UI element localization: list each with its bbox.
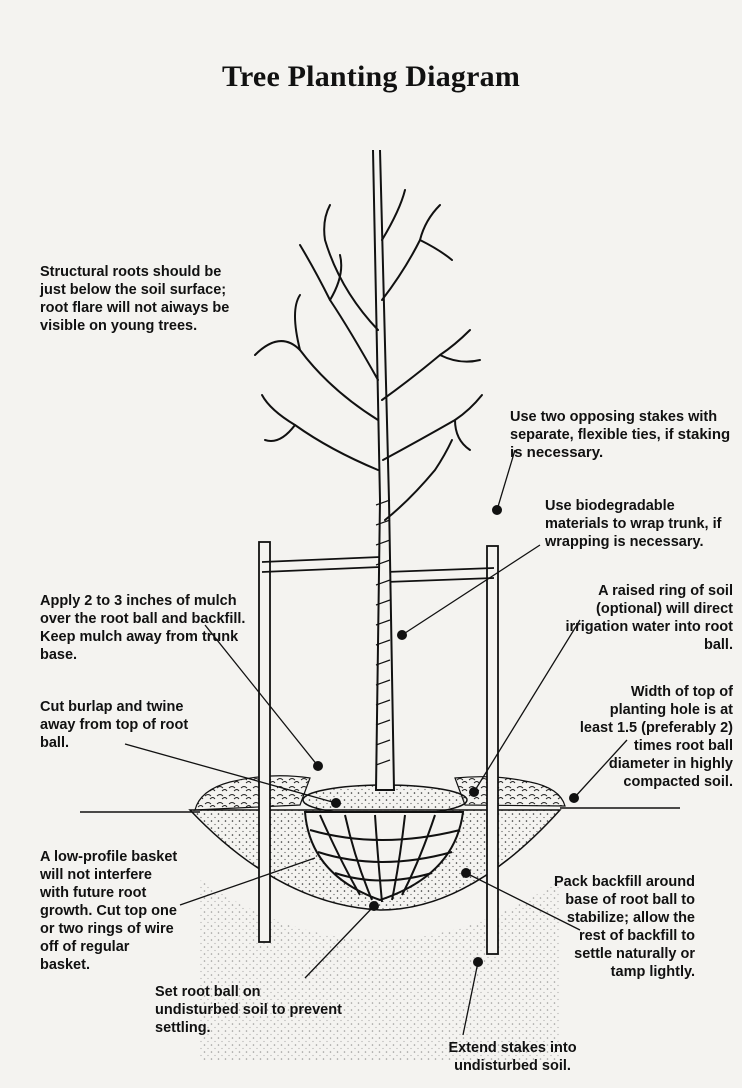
tie-right — [385, 567, 495, 583]
label-staking-emphasis: staking is necessary. — [510, 426, 731, 461]
label-backfill: Pack backfill around base of root ball t… — [553, 874, 695, 980]
mulch-layer-right — [454, 776, 566, 807]
tree-trunk — [372, 149, 396, 791]
trunk-wrap — [375, 499, 391, 766]
label-trunk-wrap-text: Use biodegradable materials to wrap trun… — [545, 498, 709, 532]
stake-right — [486, 545, 499, 955]
wire-basket-root-ball — [303, 811, 465, 903]
label-basket: A low-profile basket will not interfere … — [40, 849, 178, 973]
tree-branches — [254, 189, 483, 521]
label-hole-width: Width of top of planting hole is at leas… — [579, 684, 733, 790]
label-structural-roots: Structural roots should be just below th… — [40, 264, 230, 334]
leader-lines — [124, 449, 628, 1036]
label-extend-stakes: Extend stakes into undisturbed soil. — [448, 1040, 577, 1074]
tie-left — [261, 556, 381, 573]
label-staking-text: Use two opposing stakes with separate, f… — [510, 409, 718, 443]
label-trunk-wrap-emphasis: if wrapping is necessary. — [545, 516, 722, 550]
label-soil-ring: A raised ring of soil (optional) will di… — [565, 583, 733, 653]
leader-dots — [313, 505, 579, 967]
undisturbed-soil — [200, 880, 560, 1060]
label-root-ball: Set root ball on undisturbed soil to pre… — [155, 984, 342, 1036]
diagram-title: Tree Planting Diagram — [221, 60, 521, 93]
mulch-layer-left — [194, 775, 311, 811]
label-trunk-wrap: Use biodegradable materials to wrap trun… — [545, 497, 735, 551]
label-mulch: Apply 2 to 3 inches of mulch over the ro… — [40, 593, 246, 663]
label-burlap: Cut burlap and twine away from top of ro… — [40, 699, 189, 751]
stake-left — [258, 541, 271, 943]
label-staking: Use two opposing stakes with separate, f… — [510, 408, 735, 462]
label-staking-if: if — [664, 427, 674, 443]
